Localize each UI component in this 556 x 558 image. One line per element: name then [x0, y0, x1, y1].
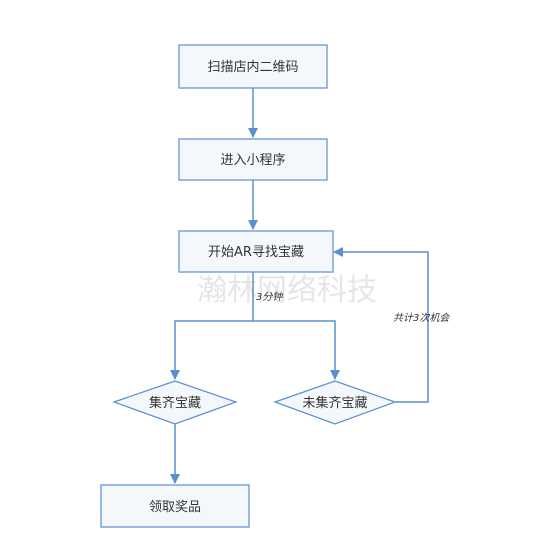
node-claim: 领取奖品 [100, 484, 250, 528]
node-collected: 集齐宝藏 [112, 380, 238, 425]
node-start-label: 开始AR寻找宝藏 [208, 245, 304, 260]
node-not-collected: 未集齐宝藏 [273, 380, 397, 425]
node-scan-label: 扫描店内二维码 [207, 59, 298, 75]
edge-loop-back-to-start [333, 247, 429, 403]
node-enter: 进入小程序 [178, 138, 328, 181]
watermark-text: 瀚林网络科技 [197, 273, 377, 308]
node-claim-label: 领取奖品 [149, 500, 201, 515]
node-not-collected-label: 未集齐宝藏 [302, 395, 367, 411]
node-collected-label: 集齐宝藏 [149, 395, 201, 411]
node-start: 开始AR寻找宝藏 [178, 230, 334, 273]
edge-start-to-branches [170, 272, 254, 380]
edge-label-time: 3分钟 [256, 291, 283, 303]
edge-branch-to-not-collected [253, 320, 340, 380]
edge-label-chances: 共计3次机会 [393, 312, 450, 324]
node-enter-label: 进入小程序 [220, 153, 285, 168]
node-scan: 扫描店内二维码 [178, 44, 328, 89]
